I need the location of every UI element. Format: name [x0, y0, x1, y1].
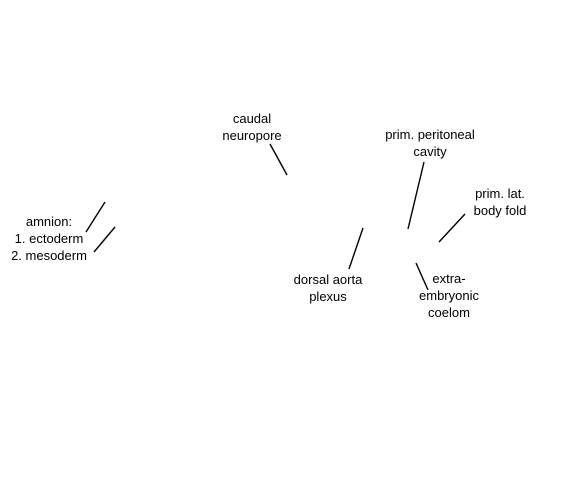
leader-dorsal-aorta-plexus [348, 227, 364, 270]
label-extra-embryonic-coelom: extra- embryonic coelom [419, 271, 479, 320]
leader-prim-peritoneal-cavity [407, 161, 425, 230]
label-prim-lat-body-fold: prim. lat. body fold [473, 186, 527, 218]
label-dorsal-aorta-plexus: dorsal aorta plexus [293, 272, 363, 304]
leader-amnion-mesoderm [93, 226, 116, 253]
leader-prim-lat-body-fold [438, 213, 466, 243]
leader-caudal-neuropore [269, 143, 288, 176]
leader-amnion-ectoderm [85, 201, 106, 233]
label-prim-peritoneal-cavity: prim. peritoneal cavity [385, 127, 475, 159]
label-caudal-neuropore: caudal neuropore [222, 111, 282, 143]
leader-extra-embryonic-coelom [415, 262, 429, 291]
label-amnion: amnion: 1. ectoderm 2. mesoderm [11, 214, 87, 263]
